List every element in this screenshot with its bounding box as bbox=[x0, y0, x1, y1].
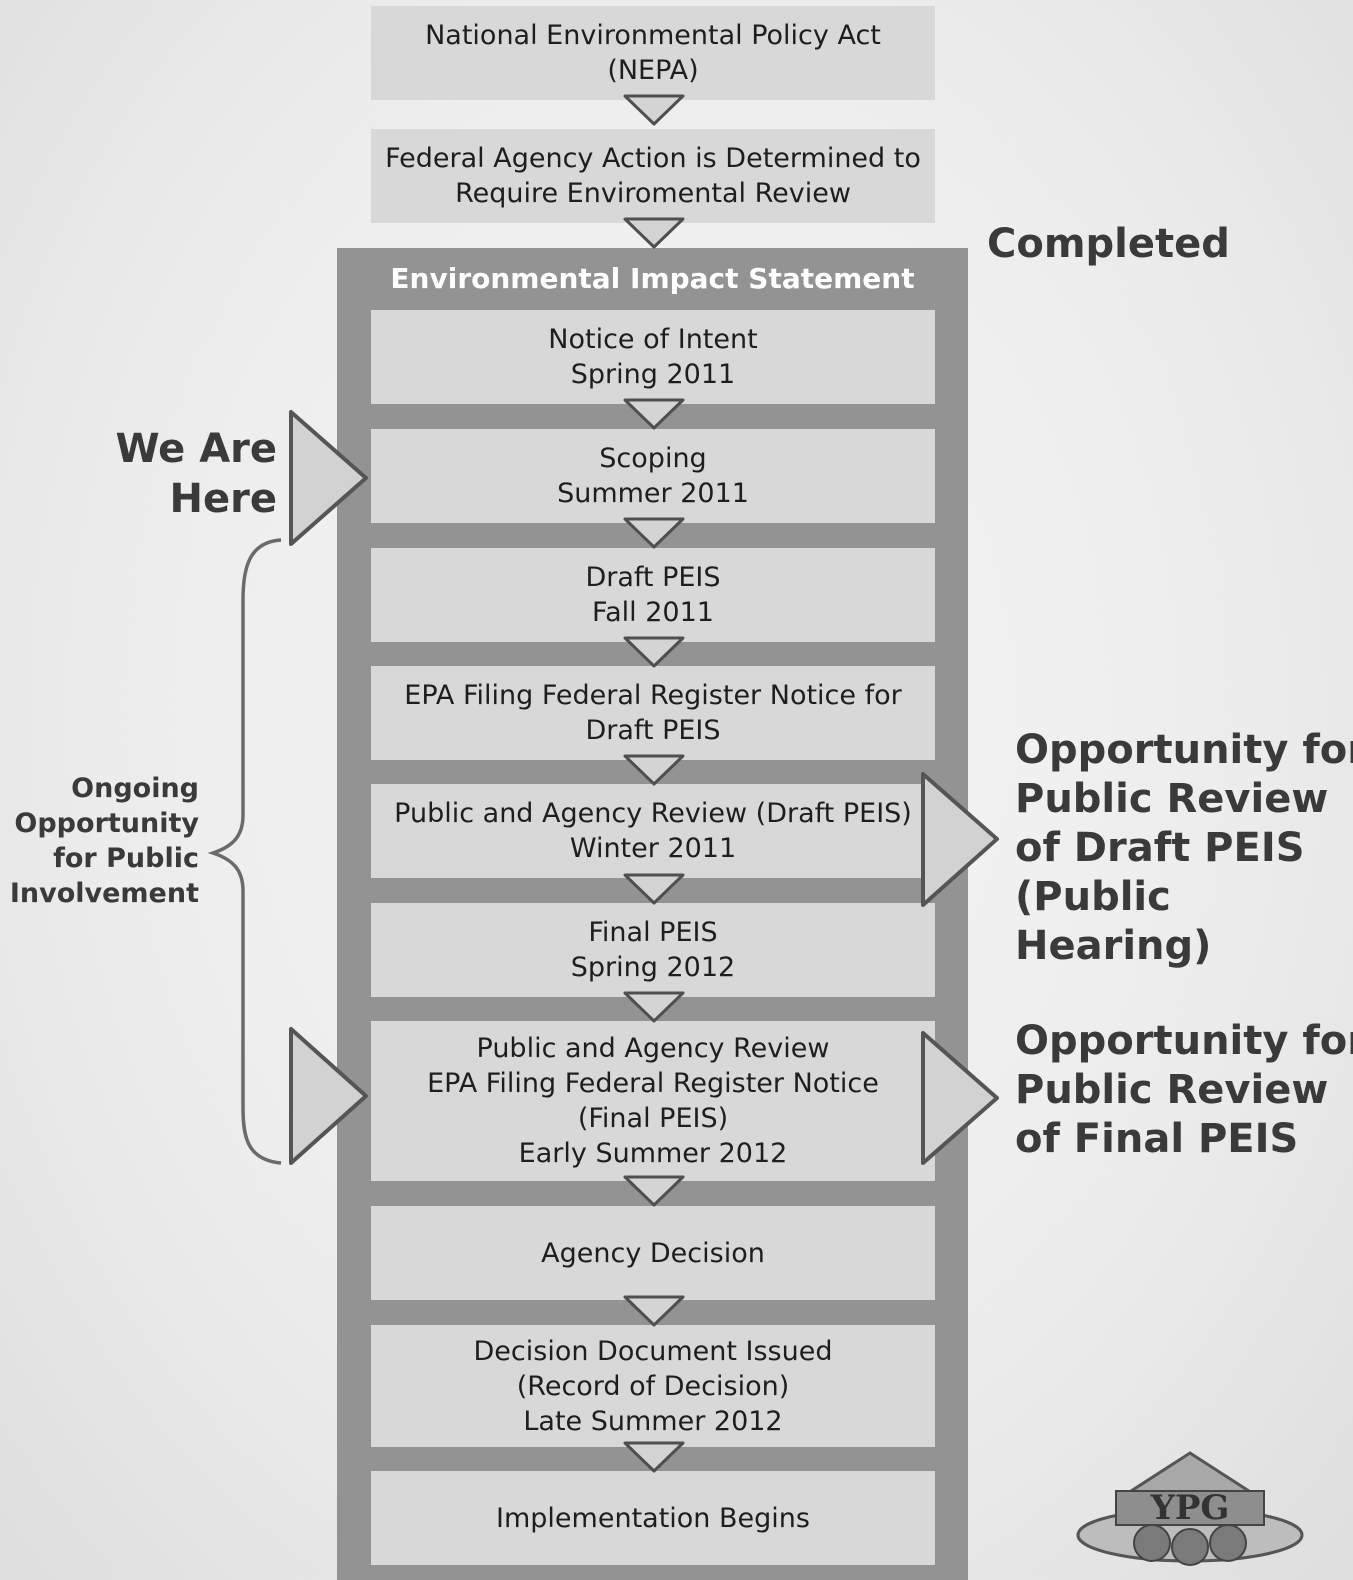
down-arrow-icon bbox=[623, 398, 685, 430]
ypg-emblem-icon: YPG bbox=[1076, 1451, 1304, 1566]
step-public-review-final: Public and Agency Review EPA Filing Fede… bbox=[371, 1021, 935, 1181]
down-arrow-icon bbox=[623, 517, 685, 549]
box-line: Federal Agency Action is Determined to bbox=[385, 143, 921, 174]
box-line: (Record of Decision) bbox=[516, 1370, 790, 1402]
draft-review-arrow-icon bbox=[921, 772, 999, 907]
down-arrow-icon bbox=[623, 1295, 685, 1327]
completed-label: Completed bbox=[987, 221, 1230, 267]
nepa-box: National Environmental Policy Act (NEPA) bbox=[371, 6, 935, 100]
box-line: Draft PEIS bbox=[585, 715, 721, 746]
box-line: Public and Agency Review bbox=[476, 1033, 830, 1064]
down-arrow-icon bbox=[623, 873, 685, 905]
down-arrow-icon bbox=[623, 94, 685, 126]
box-line: Summer 2011 bbox=[557, 478, 749, 509]
box-line: EPA Filing Federal Register Notice bbox=[427, 1068, 879, 1099]
label-line: Here bbox=[169, 476, 277, 522]
box-line: (NEPA) bbox=[607, 55, 699, 86]
step-scoping: Scoping Summer 2011 bbox=[371, 429, 935, 523]
label-line: Public Review bbox=[1015, 776, 1329, 822]
step-implementation: Implementation Begins bbox=[371, 1471, 935, 1565]
down-arrow-icon bbox=[623, 991, 685, 1023]
box-line: Late Summer 2012 bbox=[523, 1405, 783, 1437]
box-line: National Environmental Policy Act bbox=[425, 20, 881, 51]
label-line: Hearing) bbox=[1015, 923, 1212, 969]
label-line: Ongoing bbox=[71, 773, 199, 804]
label-line: for Public bbox=[53, 843, 199, 874]
down-arrow-icon bbox=[623, 636, 685, 668]
step-agency-decision: Agency Decision bbox=[371, 1206, 935, 1300]
label-line: Involvement bbox=[9, 878, 199, 909]
label-line: of Draft PEIS bbox=[1015, 825, 1305, 871]
down-arrow-icon bbox=[623, 217, 685, 249]
box-line: Require Enviromental Review bbox=[455, 178, 851, 209]
label-line: Opportunity for bbox=[1015, 727, 1353, 773]
down-arrow-icon bbox=[623, 754, 685, 786]
down-arrow-icon bbox=[623, 1441, 685, 1473]
draft-review-label: Opportunity for Public Review of Draft P… bbox=[1015, 726, 1353, 971]
step-draft-peis: Draft PEIS Fall 2011 bbox=[371, 548, 935, 642]
box-line: Public and Agency Review (Draft PEIS) bbox=[394, 798, 912, 829]
label-line: Opportunity for bbox=[1015, 1018, 1353, 1064]
label-line: We Are bbox=[115, 426, 277, 472]
label-line: of Final PEIS bbox=[1015, 1116, 1299, 1162]
box-line: Winter 2011 bbox=[569, 833, 737, 864]
box-line: EPA Filing Federal Register Notice for bbox=[404, 680, 902, 711]
step-final-peis: Final PEIS Spring 2012 bbox=[371, 903, 935, 997]
box-line: Implementation Begins bbox=[496, 1502, 810, 1534]
step-epa-filing-draft: EPA Filing Federal Register Notice for D… bbox=[371, 666, 935, 760]
box-line: Decision Document Issued bbox=[473, 1335, 833, 1367]
we-are-here-label: We Are Here bbox=[115, 424, 277, 524]
box-line: (Final PEIS) bbox=[577, 1103, 729, 1134]
logo-text: YPG bbox=[1150, 1488, 1230, 1528]
down-arrow-icon bbox=[623, 1175, 685, 1207]
box-line: Agency Decision bbox=[541, 1237, 765, 1269]
label-line: Public Review bbox=[1015, 1067, 1329, 1113]
we-are-here-arrow-icon bbox=[289, 410, 368, 546]
box-line: Final PEIS bbox=[588, 917, 718, 948]
step-notice-of-intent: Notice of Intent Spring 2011 bbox=[371, 310, 935, 404]
label-line: Opportunity bbox=[14, 808, 199, 839]
label-line: (Public bbox=[1015, 874, 1171, 920]
box-line: Spring 2011 bbox=[570, 359, 736, 390]
final-left-arrow-icon bbox=[289, 1027, 368, 1165]
ongoing-label: Ongoing Opportunity for Public Involveme… bbox=[10, 771, 199, 911]
box-line: Draft PEIS bbox=[585, 562, 721, 593]
box-line: Fall 2011 bbox=[592, 597, 714, 628]
agency-action-box: Federal Agency Action is Determined to R… bbox=[371, 129, 935, 223]
final-review-arrow-icon bbox=[921, 1031, 999, 1165]
step-decision-document: Decision Document Issued (Record of Deci… bbox=[371, 1325, 935, 1447]
brace-icon bbox=[207, 538, 282, 1165]
step-public-review-draft: Public and Agency Review (Draft PEIS) Wi… bbox=[371, 784, 935, 878]
eis-title: Environmental Impact Statement bbox=[390, 262, 915, 295]
box-line: Scoping bbox=[599, 443, 707, 474]
final-review-label: Opportunity for Public Review of Final P… bbox=[1015, 1017, 1353, 1164]
box-line: Spring 2012 bbox=[570, 952, 736, 983]
box-line: Notice of Intent bbox=[548, 324, 758, 355]
box-line: Early Summer 2012 bbox=[518, 1138, 788, 1169]
